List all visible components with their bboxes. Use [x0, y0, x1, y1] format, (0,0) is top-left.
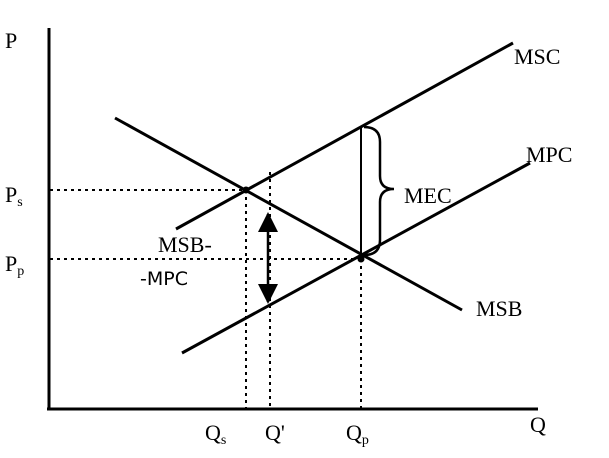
mpc-curve	[181, 161, 531, 355]
qp-label: Qp	[346, 420, 369, 448]
msb-curve	[114, 116, 463, 312]
qprime-label: Q'	[265, 420, 285, 445]
msb-mpc-label-line2: -MPC	[140, 268, 188, 290]
msc-label: MSC	[514, 44, 560, 69]
mec-brace	[363, 125, 395, 257]
msc-curve	[175, 41, 514, 231]
y-axis-label: P	[5, 28, 17, 53]
private-equilibrium-point	[357, 255, 365, 263]
mec-label: MEC	[404, 183, 452, 208]
x-axis-label: Q	[530, 412, 546, 437]
ps-label: Ps	[5, 182, 23, 210]
social-optimum-point	[242, 186, 250, 194]
qs-label: Qs	[205, 420, 226, 448]
mpc-label: MPC	[526, 142, 572, 167]
pp-label: Pp	[5, 251, 24, 279]
msb-mpc-label-line1: MSB-	[158, 232, 212, 257]
msb-label: MSB	[476, 296, 522, 321]
